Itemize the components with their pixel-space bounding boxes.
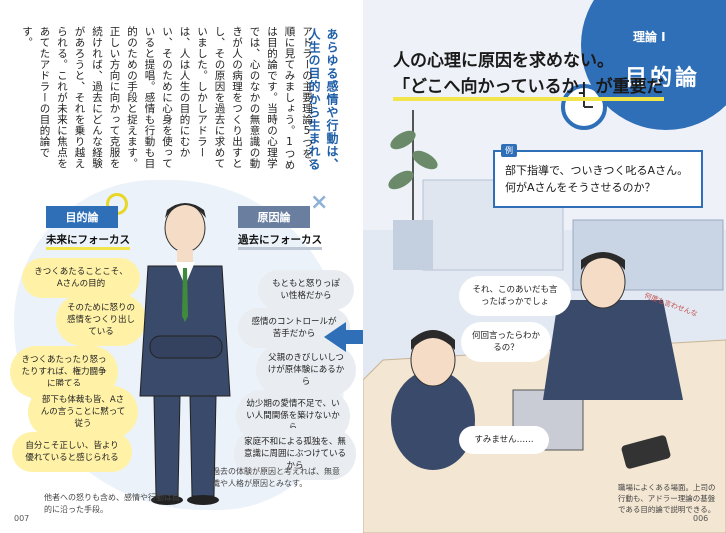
cause-bubble: 家庭不和による孤独を、無意識に周囲にぶつけているから — [234, 428, 356, 480]
cause-bubble: もともと怒りっぽい性格だから — [258, 270, 354, 310]
caption-scene: 職場によくある場面。上司の行動も、アドラー理論の基盤である目的論で説明できる。 — [618, 483, 716, 514]
tab-mokuteki: 目的論 — [46, 206, 118, 228]
page-number-right: 006 — [693, 514, 709, 523]
tab-genin: 原因論 — [238, 206, 310, 228]
purpose-bubble: きつくあたることこそ、Aさんの目的 — [22, 258, 140, 298]
boss-speech-bubble-2: 何回言ったらわかるの？ — [461, 322, 551, 362]
focus-past-label: 過去にフォーカス — [238, 232, 322, 250]
standing-man-illustration — [139, 203, 231, 505]
subordinate-speech-bubble: すみません…… — [459, 426, 549, 454]
caption-purpose: 他者への怒りも含め、感情や行動は目的に沿った手段。 — [44, 493, 180, 514]
cause-bubble: 父親のきびしいしつけが原体験にあるから — [256, 344, 356, 396]
cross-decoration-icon: × — [310, 190, 329, 215]
cause-bubble: 感情のコントロールが苦手だから — [238, 308, 350, 348]
purpose-bubble: 部下も体裁も皆、Aさんの言うことに黙って従う — [28, 386, 138, 438]
theory-label: 理論 Ⅰ — [633, 30, 666, 44]
right-page: 理論 Ⅰ 目的論 人の心理に原因を求めない。 「どこへ向かっているか」が重要だ … — [363, 0, 726, 533]
left-page: あらゆる感情や行動は、人生の目的から生まれる アドラーの主要理論5つを、順に見て… — [10, 26, 356, 523]
headline-line-2: 「どこへ向かっているか」が重要だ — [393, 77, 664, 101]
example-tag: 例 — [501, 144, 517, 157]
boss-speech-bubble: それ、このあいだも言ったばっかでしょ — [459, 276, 571, 316]
purpose-bubble: 自分こそ正しい、皆より優れていると感じられる — [12, 432, 132, 472]
focus-future-label: 未来にフォーカス — [46, 232, 130, 250]
section-heading: あらゆる感情や行動は、人生の目的から生まれる — [307, 28, 339, 171]
body-text: アドラーの主要理論5つを、順に見てみましょう。1つめは目的論です。当時の心理学で… — [21, 26, 313, 171]
example-line-2: 何がAさんをそうさせるのか？ — [505, 181, 656, 194]
example-line-1: 部下指導で、ついきつく叱るAさん。 — [505, 164, 689, 177]
purpose-bubble: そのために怒りの感情をつくり出している — [56, 294, 146, 346]
caption-cause: 過去の体験が原因と考えれば、無意識や人格が原因とみなす。 — [212, 467, 340, 488]
example-text: 部下指導で、ついきつく叱るAさん。 何がAさんをそうさせるのか？ — [505, 162, 688, 196]
headline-line-1: 人の心理に原因を求めない。 — [393, 51, 614, 71]
example-box: 例 部下指導で、ついきつく叱るAさん。 何がAさんをそうさせるのか？ — [493, 144, 703, 208]
page-headline: 人の心理に原因を求めない。 「どこへ向かっているか」が重要だ — [393, 48, 664, 101]
arrow-left-icon — [324, 322, 388, 352]
page-number-left: 007 — [14, 514, 30, 523]
theory-title: 目的論 — [625, 66, 701, 91]
